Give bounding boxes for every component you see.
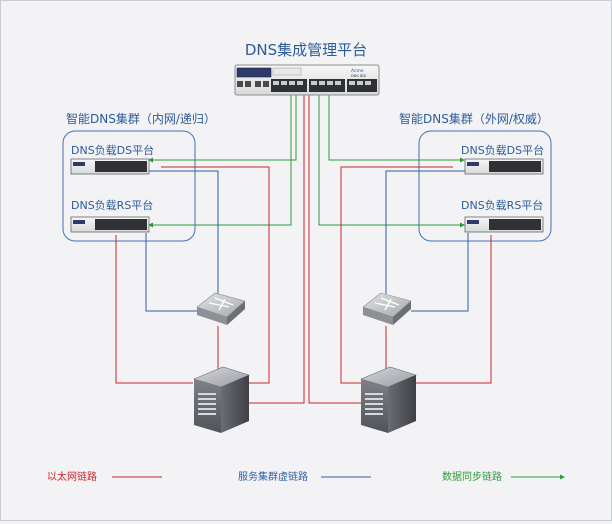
sync-arrow-left-ds xyxy=(148,157,153,163)
sync-link-left-rs xyxy=(149,95,292,226)
sync-arrow-left-rs xyxy=(148,222,153,228)
ethernet-left-ds xyxy=(161,166,270,384)
right-rs-label: DNS负载RS平台 xyxy=(461,198,543,212)
cluster-link-left-rs xyxy=(145,233,199,312)
legend-sync-arrow xyxy=(560,474,565,480)
left-server-icon xyxy=(193,366,250,433)
sync-arrow-right-ds xyxy=(460,157,465,163)
cluster-links xyxy=(145,170,469,312)
management-platform-device: Acme DNS DDI xyxy=(234,64,380,96)
left-cluster-title: 智能DNS集群（内网/递归） xyxy=(66,111,216,126)
left-ds-device xyxy=(70,158,150,175)
left-switch-icon xyxy=(196,292,246,325)
right-cluster-title: 智能DNS集群（外网/权威） xyxy=(399,111,549,126)
ethernet-links xyxy=(115,95,492,404)
device-brand-label: Acme xyxy=(351,68,364,74)
ethernet-mgmt-left xyxy=(249,95,305,404)
right-ds-label: DNS负载DS平台 xyxy=(461,143,544,157)
right-ds-device xyxy=(464,158,544,175)
device-model-label: DNS DDI xyxy=(351,74,366,78)
legend-sync-label: 数据同步链路 xyxy=(442,470,502,483)
cluster-link-right-rs xyxy=(411,233,469,312)
legend-cluster-label: 服务集群虚链路 xyxy=(238,470,308,483)
diagram-title: DNS集成管理平台 xyxy=(245,41,367,59)
sync-link-right-rs xyxy=(318,95,464,226)
cluster-link-right-ds xyxy=(385,170,468,299)
right-rs-device xyxy=(464,216,544,233)
ethernet-left-rs xyxy=(115,235,193,384)
sync-arrow-right-rs xyxy=(460,222,465,228)
legend-ethernet-label: 以太网链路 xyxy=(47,470,97,483)
ethernet-right-rs xyxy=(413,235,492,384)
sync-link-right-ds xyxy=(328,95,464,161)
left-rs-device xyxy=(70,216,150,233)
ethernet-mgmt-right xyxy=(308,95,363,404)
ethernet-right-ds xyxy=(340,166,453,384)
left-cluster-box xyxy=(62,130,196,242)
sync-link-left-ds xyxy=(149,95,297,161)
sync-links xyxy=(148,95,465,228)
left-ds-label: DNS负载DS平台 xyxy=(71,143,154,157)
legend: 以太网链路 服务集群虚链路 数据同步链路 xyxy=(47,470,565,483)
left-rs-label: DNS负载RS平台 xyxy=(71,198,153,212)
cluster-link-left-ds xyxy=(146,170,219,299)
right-server-icon xyxy=(360,366,417,433)
right-cluster-box xyxy=(418,130,552,242)
right-switch-icon xyxy=(362,292,412,325)
